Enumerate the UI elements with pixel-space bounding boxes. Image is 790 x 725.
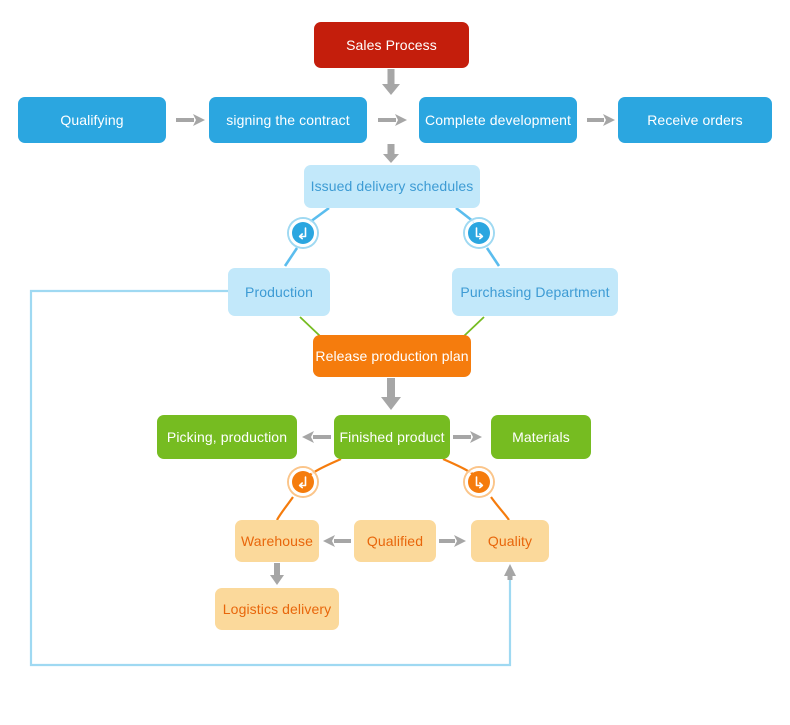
- arrow-down-left-icon: [298, 476, 307, 489]
- badge-core: [292, 222, 314, 244]
- node-label: Warehouse: [241, 532, 313, 549]
- node-label: Materials: [512, 428, 570, 445]
- edge-qualified-to-warehouse: [323, 535, 351, 547]
- badge-ring: [465, 468, 493, 496]
- node-qualifying[interactable]: Qualifying: [18, 97, 166, 143]
- badge-ring: [289, 468, 317, 496]
- node-label: Sales Process: [346, 36, 437, 53]
- badge-core: [468, 471, 490, 493]
- edge-complete-to-receive: [587, 114, 615, 126]
- node-label: Receive orders: [647, 111, 743, 128]
- edge-qualifying-to-signing: [176, 114, 205, 126]
- node-label: Qualified: [366, 532, 424, 549]
- edge-warehouse-to-logistics: [270, 563, 284, 585]
- node-warehouse[interactable]: Warehouse: [235, 520, 319, 562]
- node-purchasing-department[interactable]: Purchasing Department: [452, 268, 618, 316]
- node-issued-delivery-schedules[interactable]: Issued delivery schedules: [304, 165, 480, 208]
- badge-arrow-down-left-production[interactable]: [289, 219, 317, 247]
- edge-production-to-release: [299, 316, 321, 337]
- badge-core: [292, 471, 314, 493]
- node-label: signing the contract: [226, 111, 350, 128]
- edge-qualified-to-quality: [439, 535, 466, 547]
- edge-finished-to-materials: [453, 431, 482, 443]
- node-signing-the-contract[interactable]: signing the contract: [209, 97, 367, 143]
- node-label: Issued delivery schedules: [310, 178, 474, 195]
- node-materials[interactable]: Materials: [491, 415, 591, 459]
- badge-arrow-down-right-quality[interactable]: [465, 468, 493, 496]
- node-qualified[interactable]: Qualified: [354, 520, 436, 562]
- node-label: Qualifying: [60, 111, 124, 128]
- node-release-production-plan[interactable]: Release production plan: [313, 335, 471, 377]
- edge-complete-to-issued: [383, 144, 399, 163]
- arrow-down-left-icon: [298, 227, 307, 240]
- badge-ring: [289, 219, 317, 247]
- edge-release-to-finished: [381, 378, 401, 410]
- node-label: Finished product: [339, 428, 445, 445]
- node-receive-orders[interactable]: Receive orders: [618, 97, 772, 143]
- node-label: Complete development: [425, 111, 571, 128]
- badge-ring: [465, 219, 493, 247]
- node-label: Release production plan: [315, 347, 469, 364]
- node-picking-production[interactable]: Picking, production: [157, 415, 297, 459]
- node-quality[interactable]: Quality: [471, 520, 549, 562]
- node-production[interactable]: Production: [228, 268, 330, 316]
- edge-finished-to-picking: [302, 431, 331, 443]
- badge-arrow-down-right-purchasing[interactable]: [465, 219, 493, 247]
- badge-core: [468, 222, 490, 244]
- edge-purchasing-to-release: [463, 316, 485, 337]
- arrow-down-right-icon: [475, 227, 484, 240]
- node-label: Quality: [487, 532, 533, 549]
- node-logistics-delivery[interactable]: Logistics delivery: [215, 588, 339, 630]
- node-complete-development[interactable]: Complete development: [419, 97, 577, 143]
- edge-signing-to-complete: [378, 114, 407, 126]
- node-label: Production: [245, 283, 313, 300]
- node-label: Purchasing Department: [460, 283, 610, 300]
- node-finished-product[interactable]: Finished product: [334, 415, 450, 459]
- node-label: Picking, production: [166, 428, 288, 445]
- arrow-down-right-icon: [475, 476, 484, 489]
- node-label: Logistics delivery: [222, 600, 332, 617]
- node-sales-process[interactable]: Sales Process: [314, 22, 469, 68]
- edge-sales-process-to-row: [382, 69, 400, 95]
- badge-arrow-down-left-warehouse[interactable]: [289, 468, 317, 496]
